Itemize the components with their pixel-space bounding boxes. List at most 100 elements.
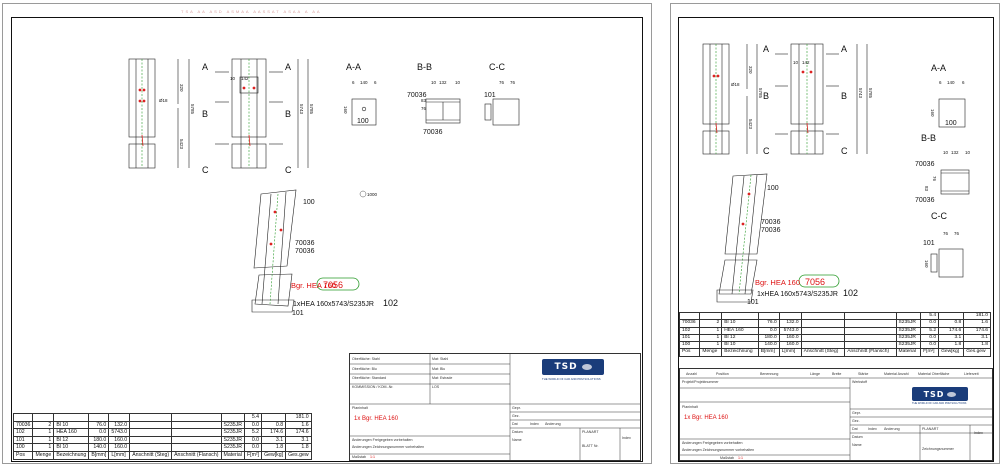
table-row: 102 1 HEA 160 0.0 5743.0 S235JR 5.2 174.… <box>12 428 312 437</box>
table-cell: Bl 10 <box>53 420 90 430</box>
tb-h3: Benennung <box>760 372 779 376</box>
section-bb-profile <box>940 169 970 195</box>
table-cell: Bl 12 <box>721 333 759 343</box>
table-cell: 100 <box>678 341 701 350</box>
mark-101-iso: 101 <box>747 299 759 306</box>
assembly-number-bubble <box>798 274 840 288</box>
table-cell: HEA 160 <box>53 428 90 437</box>
table-cell: 70036 <box>12 420 34 430</box>
dim-5743: 5743 <box>858 88 863 99</box>
tb-gez: Gez. <box>512 414 520 418</box>
parts-table: 5.4 181.0 70036 2 Bl 10 76.0 132.0 S235J… <box>12 413 312 460</box>
mark-100-section: 100 <box>945 120 957 127</box>
eye-icon <box>947 391 957 397</box>
section-title-aa: A-A <box>931 63 946 73</box>
section-title-cc: C-C <box>489 62 505 72</box>
table-cell: 5.4 <box>920 311 940 321</box>
table-cell: 0.0 <box>920 333 940 343</box>
table-cell: 5.4 <box>243 413 263 422</box>
table-header: Bezeichnung <box>721 348 759 357</box>
column-iso-upper <box>253 189 297 269</box>
column-iso-upper <box>724 173 768 255</box>
assembly-number: 7056 <box>805 277 825 287</box>
assembly-label: Bgr. HEA 160 <box>755 278 800 287</box>
table-cell: 102 <box>12 428 34 437</box>
tb-aend: Änderung <box>884 427 900 431</box>
section-aa-plate <box>938 98 966 128</box>
table-header: Ges.gew <box>285 450 312 460</box>
assembly-profile: 1xHEA 160x5743/S235JR <box>293 301 374 308</box>
mark-100-iso: 100 <box>303 199 315 206</box>
table-header: Material <box>895 348 922 357</box>
dim-320: 320 <box>748 66 753 74</box>
iso-base-plate <box>251 299 295 313</box>
table-row: 5.4 181.0 <box>678 311 991 321</box>
table-cell <box>129 428 173 437</box>
iso-base-plate <box>716 289 754 303</box>
dim-76a: 76 <box>499 80 505 85</box>
table-cell: 132.0 <box>108 420 131 430</box>
tb-werkstoff: Werkstoff <box>852 380 868 384</box>
tb-index: Index <box>868 427 877 431</box>
dim-d18: Ø18 <box>159 98 168 103</box>
tb-title: 1x Bgr. HEA 160 <box>354 416 399 422</box>
table-row: 101 1 Bl 12 180.0 160.0 S235JR 0.0 3.1 3… <box>12 435 312 445</box>
table-cell: S235JR <box>895 326 922 335</box>
dim-5785: 5785 <box>758 88 763 99</box>
mark-70036-section-b: 70036 <box>915 197 935 204</box>
mark-101-iso: 101 <box>292 310 304 317</box>
table-header-row: Pos Menge Bezeichnung B[mm] L[mm] Anschn… <box>678 348 991 357</box>
tb-h2: Position <box>716 372 729 376</box>
table-cell: 102 <box>678 326 701 335</box>
section-title-bb: B-B <box>921 133 936 143</box>
company-logo: TSD <box>542 359 604 375</box>
title-block: Anzahl Position Benennung Länge Breite S… <box>679 368 993 461</box>
table-cell: S235JR <box>220 428 245 437</box>
table-cell <box>800 326 846 335</box>
table-cell: 2 <box>699 319 723 328</box>
dim-5785b: 5785 <box>868 88 873 99</box>
table-cell: 1.8 <box>963 341 991 350</box>
section-aa-plate <box>351 98 377 126</box>
eye-icon <box>581 364 592 370</box>
label-b-bot: B <box>841 91 847 101</box>
table-cell: 0.8 <box>261 420 287 430</box>
table-cell: 5.2 <box>920 326 940 335</box>
drawing-canvas: A A B B C C A-A B-B C-C 320 5785 5423 57… <box>128 58 520 317</box>
mark-70036-section-b: 70036 <box>423 129 443 136</box>
dim-132: 132 <box>439 80 447 85</box>
table-cell: S235JR <box>220 420 245 430</box>
assembly-number: 7056 <box>323 280 343 290</box>
table-cell: 180.0 <box>757 333 780 343</box>
dim-160: 160 <box>930 109 935 117</box>
table-header: F[m²] <box>920 348 940 357</box>
tb-foot1: Änderungen Freigegeben vorbehalten <box>682 441 743 445</box>
tb-aend: Änderung <box>545 422 561 426</box>
table-row: 102 1 HEA 160 0.0 5743.0 S235JR 5.2 174.… <box>678 326 991 335</box>
table-cell: 1 <box>699 341 723 350</box>
table-cell: 0.8 <box>938 319 965 328</box>
table-row: 5.4 181.0 <box>12 413 312 422</box>
dim-5423: 5423 <box>179 139 184 150</box>
label-a-top: A <box>763 44 769 54</box>
column-iso-lower <box>254 273 293 307</box>
table-cell: 160.0 <box>778 341 802 350</box>
table-cell: 76.0 <box>88 420 110 430</box>
assembly-number-bubble <box>316 277 360 291</box>
section-title-aa: A-A <box>346 62 361 72</box>
table-cell: 1.8 <box>261 443 287 452</box>
table-cell <box>844 341 897 350</box>
table-row: 70036 2 Bl 10 76.0 132.0 S235JR 0.0 0.8 … <box>12 420 312 430</box>
tb-gepr: Gepr. <box>512 406 521 410</box>
table-cell: S235JR <box>895 319 922 328</box>
table-cell <box>800 319 846 328</box>
dim-10: 10 <box>793 60 799 65</box>
label-c-bot: C <box>841 146 848 156</box>
table-cell <box>844 319 897 328</box>
table-cell: 0.0 <box>920 341 940 350</box>
table-cell <box>844 326 897 335</box>
label-b-bot: B <box>285 109 291 119</box>
table-cell: 5743.0 <box>778 326 802 335</box>
dim-5423: 5423 <box>748 119 753 130</box>
table-cell: 1.8 <box>285 443 312 452</box>
